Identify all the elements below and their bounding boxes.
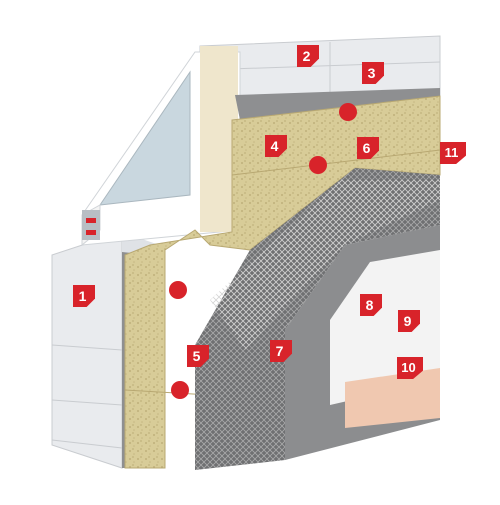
layer-marker-11: 11 [440, 142, 466, 164]
dowel-icon [339, 103, 357, 121]
mineral-wool-layer [124, 95, 441, 469]
layer-marker-8: 8 [360, 294, 382, 316]
layer-marker-7: 7 [270, 340, 292, 362]
dowel-icon [171, 381, 189, 399]
layer-marker-5: 5 [187, 345, 209, 367]
dowel-icons [169, 103, 357, 399]
window-illustration [81, 46, 241, 247]
layer-marker-10: 10 [397, 357, 423, 379]
plaster-layer [345, 368, 440, 428]
layer-marker-2: 2 [297, 45, 319, 67]
layer-marker-3: 3 [362, 62, 384, 84]
base-coat-layer [195, 168, 440, 470]
dowel-icon [169, 281, 187, 299]
layer-marker-1: 1 [73, 285, 95, 307]
layer-marker-6: 6 [357, 137, 379, 159]
dowel-icon [309, 156, 327, 174]
layer-marker-9: 9 [398, 310, 420, 332]
layer-marker-4: 4 [265, 135, 287, 157]
